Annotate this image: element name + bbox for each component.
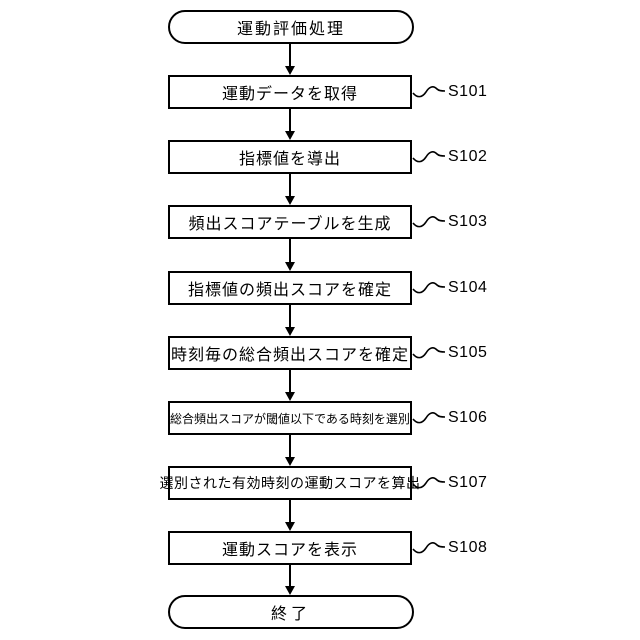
flow-arrow bbox=[284, 305, 296, 336]
arrow-head-icon bbox=[285, 392, 295, 401]
step-ref-label: S107 bbox=[448, 474, 488, 491]
arrow-line bbox=[289, 109, 291, 131]
step-box-s102: 指標値を導出 bbox=[168, 140, 412, 174]
arrow-line bbox=[289, 174, 291, 196]
squiggle-connector-icon bbox=[412, 282, 446, 294]
start-terminal: 運動評価処理 bbox=[168, 10, 414, 44]
end-terminal-label: 終了 bbox=[270, 606, 311, 623]
step-ref-label: S108 bbox=[448, 539, 488, 556]
step-ref-label: S103 bbox=[448, 213, 488, 230]
arrow-head-icon bbox=[285, 522, 295, 531]
step-box-s101: 運動データを取得 bbox=[168, 75, 412, 109]
arrow-head-icon bbox=[285, 196, 295, 205]
flow-arrow bbox=[284, 435, 296, 466]
arrow-head-icon bbox=[285, 66, 295, 75]
flow-arrow bbox=[284, 174, 296, 205]
arrow-head-icon bbox=[285, 262, 295, 271]
step-ref-s104: S104 bbox=[412, 271, 527, 305]
step-box-s107: 選別された有効時刻の運動スコアを算出 bbox=[160, 466, 420, 500]
step-label: 時刻毎の総合頻出スコアを確定 bbox=[170, 347, 409, 364]
arrow-head-icon bbox=[285, 327, 295, 336]
step-label: 運動データを取得 bbox=[221, 86, 358, 103]
squiggle-connector-icon bbox=[412, 412, 446, 424]
squiggle-connector-icon bbox=[412, 86, 446, 98]
step-box-s103: 頻出スコアテーブルを生成 bbox=[168, 205, 412, 239]
squiggle-connector-icon bbox=[412, 477, 446, 489]
arrow-head-icon bbox=[285, 586, 295, 595]
step-label: 指標値を導出 bbox=[238, 151, 341, 168]
step-box-s104: 指標値の頻出スコアを確定 bbox=[168, 271, 412, 305]
step-ref-s101: S101 bbox=[412, 75, 527, 109]
squiggle-connector-icon bbox=[412, 151, 446, 163]
start-terminal-label: 運動評価処理 bbox=[236, 21, 345, 38]
arrow-line bbox=[289, 44, 291, 66]
arrow-head-icon bbox=[285, 131, 295, 140]
step-label: 選別された有効時刻の運動スコアを算出 bbox=[159, 475, 421, 491]
step-ref-label: S104 bbox=[448, 279, 488, 296]
flow-arrow bbox=[284, 44, 296, 75]
arrow-head-icon bbox=[285, 457, 295, 466]
step-ref-s106: S106 bbox=[412, 401, 527, 435]
step-ref-label: S101 bbox=[448, 83, 488, 100]
flow-arrow bbox=[284, 239, 296, 271]
step-ref-s102: S102 bbox=[412, 140, 527, 174]
step-ref-label: S105 bbox=[448, 344, 488, 361]
step-box-s108: 運動スコアを表示 bbox=[168, 531, 412, 565]
end-terminal: 終了 bbox=[168, 595, 414, 629]
step-ref-s107: S107 bbox=[412, 466, 527, 500]
squiggle-connector-icon bbox=[412, 216, 446, 228]
step-label: 総合頻出スコアが閾値以下である時刻を選別 bbox=[170, 411, 410, 426]
squiggle-connector-icon bbox=[412, 347, 446, 359]
step-ref-label: S102 bbox=[448, 148, 488, 165]
arrow-line bbox=[289, 305, 291, 327]
step-ref-s105: S105 bbox=[412, 336, 527, 370]
squiggle-connector-icon bbox=[412, 542, 446, 554]
arrow-line bbox=[289, 370, 291, 392]
arrow-line bbox=[289, 500, 291, 522]
step-box-s106: 総合頻出スコアが閾値以下である時刻を選別 bbox=[168, 401, 412, 435]
arrow-line bbox=[289, 435, 291, 457]
step-ref-s103: S103 bbox=[412, 205, 527, 239]
step-label: 頻出スコアテーブルを生成 bbox=[188, 216, 392, 233]
flow-arrow bbox=[284, 565, 296, 595]
arrow-line bbox=[289, 239, 291, 262]
step-ref-s108: S108 bbox=[412, 531, 527, 565]
step-box-s105: 時刻毎の総合頻出スコアを確定 bbox=[168, 336, 412, 370]
arrow-line bbox=[289, 565, 291, 586]
flow-arrow bbox=[284, 370, 296, 401]
step-label: 運動スコアを表示 bbox=[221, 542, 358, 559]
step-ref-label: S106 bbox=[448, 409, 488, 426]
flow-arrow bbox=[284, 500, 296, 531]
flow-arrow bbox=[284, 109, 296, 140]
step-label: 指標値の頻出スコアを確定 bbox=[187, 282, 392, 299]
